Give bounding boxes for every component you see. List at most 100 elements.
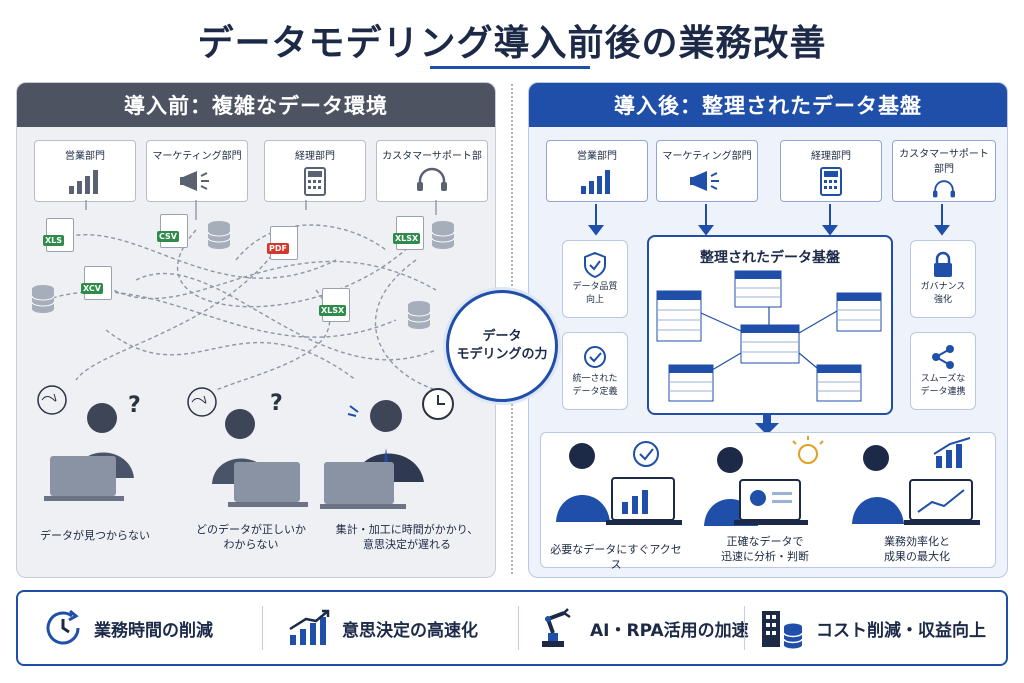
- card-label: 統一された: [572, 374, 618, 384]
- file-icon: CSV: [157, 214, 188, 248]
- before-dept-sales: 営業部門: [34, 140, 136, 202]
- data-modeling-badge: データ モデリングの力: [446, 290, 558, 402]
- database-icon: [407, 301, 431, 329]
- dept-label: 部門: [934, 164, 954, 175]
- dept-label: 営業部門: [65, 151, 105, 162]
- file-icon: XLSX: [393, 216, 424, 250]
- caption-line: 成果の最大化: [884, 550, 950, 563]
- benefit-label: AI・RPA活用の加速: [590, 620, 749, 641]
- file-icon: XCV: [81, 266, 112, 300]
- benefit-time: 業務時間の削減: [42, 592, 213, 664]
- calculator-icon: [304, 167, 326, 196]
- confused-person-illustration: ?: [37, 385, 141, 501]
- caption-line: わからない: [223, 538, 279, 551]
- card-label: 向上: [585, 295, 604, 305]
- after-dept-marketing: マーケティング部門: [656, 140, 758, 202]
- caption-line: 必要なデータにすぐアクセス: [550, 543, 682, 571]
- file-type: XLS: [43, 235, 65, 246]
- benefit-separator: [518, 606, 519, 650]
- problem-caption: 集計・加工に時間がかかり、 意思決定が遅れる: [322, 522, 492, 552]
- governance-card: ガバナンス 強化: [910, 240, 976, 318]
- before-dept-support: カスタマーサポート部: [376, 140, 488, 202]
- caption-line: 業務効率化と: [884, 535, 950, 548]
- data-platform: 整理されたデータ基盤: [647, 235, 893, 415]
- chaos-lines: [45, 200, 437, 391]
- title-underline: [430, 66, 590, 69]
- stressed-person-illustration: [320, 388, 454, 509]
- result-caption: 業務効率化と 成果の最大化: [852, 534, 982, 564]
- flow-arrows: [588, 204, 950, 236]
- benefit-label: 業務時間の削減: [94, 620, 213, 641]
- share-icon: [932, 345, 954, 369]
- dept-label: 営業部門: [577, 151, 617, 162]
- check-circle-icon: [584, 346, 606, 368]
- benefit-separator: [262, 606, 263, 650]
- badge-line: モデリングの力: [456, 347, 548, 362]
- file-icon: XLS: [43, 218, 74, 252]
- svg-text:?: ?: [128, 393, 141, 418]
- after-dept-accounting: 経理部門: [780, 140, 882, 202]
- robot-arm-icon: [542, 608, 571, 647]
- benefit-label: コスト削減・収益向上: [816, 620, 986, 641]
- platform-title: 整理されたデータ基盤: [700, 250, 840, 266]
- megaphone-icon: [690, 171, 719, 191]
- dept-label: マーケティング部門: [662, 151, 752, 162]
- caption-line: 正確なデータで: [726, 535, 804, 548]
- file-type: PDF: [267, 243, 289, 254]
- card-label: 強化: [933, 295, 952, 305]
- result-caption: 正確なデータで 迅速に分析・判断: [700, 534, 830, 564]
- problem-caption: どのデータが正しいか わからない: [186, 522, 316, 552]
- before-dept-accounting: 経理部門: [264, 140, 366, 202]
- quality-card: データ品質 向上: [562, 240, 628, 318]
- dept-label: マーケティング部門: [152, 151, 242, 162]
- file-type: XLSX: [393, 233, 421, 244]
- after-header: 導入後：整理されたデータ基盤: [529, 83, 1007, 127]
- dept-label: 経理部門: [811, 151, 851, 162]
- caption-line: どのデータが正しいか: [196, 523, 306, 536]
- shield-check-icon: [584, 251, 606, 279]
- before-dept-marketing: マーケティング部門: [146, 140, 248, 202]
- badge-line: データ: [482, 329, 522, 344]
- dept-label: カスタマーサポート部: [382, 151, 482, 162]
- file-type: CSV: [157, 231, 179, 242]
- megaphone-icon: [180, 171, 209, 191]
- analyzing-person-illustration: [704, 436, 824, 526]
- growth-chart-icon: [289, 609, 330, 645]
- lock-icon: [934, 251, 952, 277]
- file-type: XLSX: [319, 305, 347, 316]
- database-icon: [207, 221, 231, 249]
- entity-table: [656, 290, 702, 342]
- database-icon: [31, 285, 55, 313]
- card-label: データ定義: [572, 387, 618, 397]
- page-title: データモデリング導入前後の業務改善: [197, 23, 827, 64]
- after-dept-support: カスタマーサポート 部門: [892, 140, 996, 202]
- headset-icon: [417, 167, 447, 191]
- svg-text:?: ?: [270, 391, 283, 416]
- benefits-bar: 業務時間の削減 意思決定の高速化 AI・RPA活用の加速 コスト削: [16, 590, 1008, 666]
- card-label: データ品質: [572, 282, 618, 292]
- confused-person-illustration: ?: [187, 387, 308, 507]
- caption-line: データが見つからない: [40, 529, 150, 542]
- card-label: スムーズな: [920, 374, 966, 384]
- happy-person-illustration: [556, 441, 682, 525]
- integration-card: スムーズな データ連携: [910, 332, 976, 410]
- headset-icon: [933, 180, 955, 198]
- benefit-label: 意思決定の高速化: [342, 620, 478, 641]
- dept-label: カスタマーサポート: [899, 149, 989, 160]
- benefit-decision: 意思決定の高速化: [286, 592, 478, 664]
- calculator-icon: [820, 167, 842, 196]
- caption-line: 迅速に分析・判断: [721, 550, 809, 563]
- definition-card: 統一された データ定義: [562, 332, 628, 410]
- file-type: XCV: [81, 283, 103, 294]
- productive-person-illustration: [852, 437, 980, 525]
- card-label: データ連携: [920, 387, 966, 397]
- problem-caption: データが見つからない: [30, 528, 160, 543]
- file-icon: PDF: [267, 226, 298, 260]
- benefit-cost: コスト削減・収益向上: [758, 592, 986, 664]
- benefit-separator: [744, 606, 745, 650]
- after-dept-sales: 営業部門: [546, 140, 648, 202]
- bar-chart-icon: [69, 170, 98, 194]
- dept-label: 経理部門: [295, 151, 335, 162]
- down-arrow-icon: [755, 414, 779, 435]
- before-header: 導入前：複雑なデータ環境: [17, 83, 495, 127]
